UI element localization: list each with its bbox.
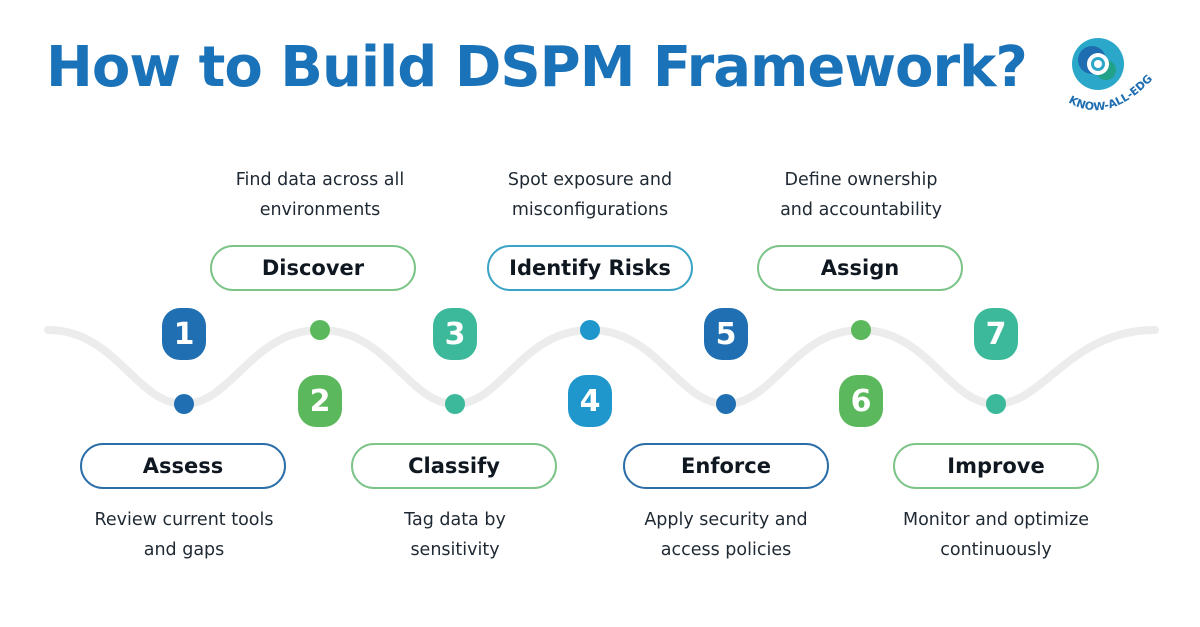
step-1-dot bbox=[174, 394, 194, 414]
step-5-pill: Enforce bbox=[623, 443, 829, 489]
step-3-pill: Classify bbox=[351, 443, 557, 489]
step-7-badge: 7 bbox=[974, 308, 1018, 360]
step-4-badge: 4 bbox=[568, 375, 612, 427]
step-5-dot bbox=[716, 394, 736, 414]
step-2-dot bbox=[310, 320, 330, 340]
step-1-pill: Assess bbox=[80, 443, 286, 489]
step-3-dot bbox=[445, 394, 465, 414]
step-5-badge: 5 bbox=[704, 308, 748, 360]
step-7-pill: Improve bbox=[893, 443, 1099, 489]
page-title: How to Build DSPM Framework? bbox=[46, 35, 1028, 100]
step-4-dot bbox=[580, 320, 600, 340]
know-all-edge-logo: KNOW-ALL-EDGE bbox=[1062, 30, 1155, 114]
step-4-pill: Identify Risks bbox=[487, 245, 693, 291]
step-2-badge: 2 bbox=[298, 375, 342, 427]
step-3-badge: 3 bbox=[433, 308, 477, 360]
step-6-pill: Assign bbox=[757, 245, 963, 291]
step-6-badge: 6 bbox=[839, 375, 883, 427]
step-7-dot bbox=[986, 394, 1006, 414]
step-1-badge: 1 bbox=[162, 308, 206, 360]
step-6-dot bbox=[851, 320, 871, 340]
step-2-pill: Discover bbox=[210, 245, 416, 291]
